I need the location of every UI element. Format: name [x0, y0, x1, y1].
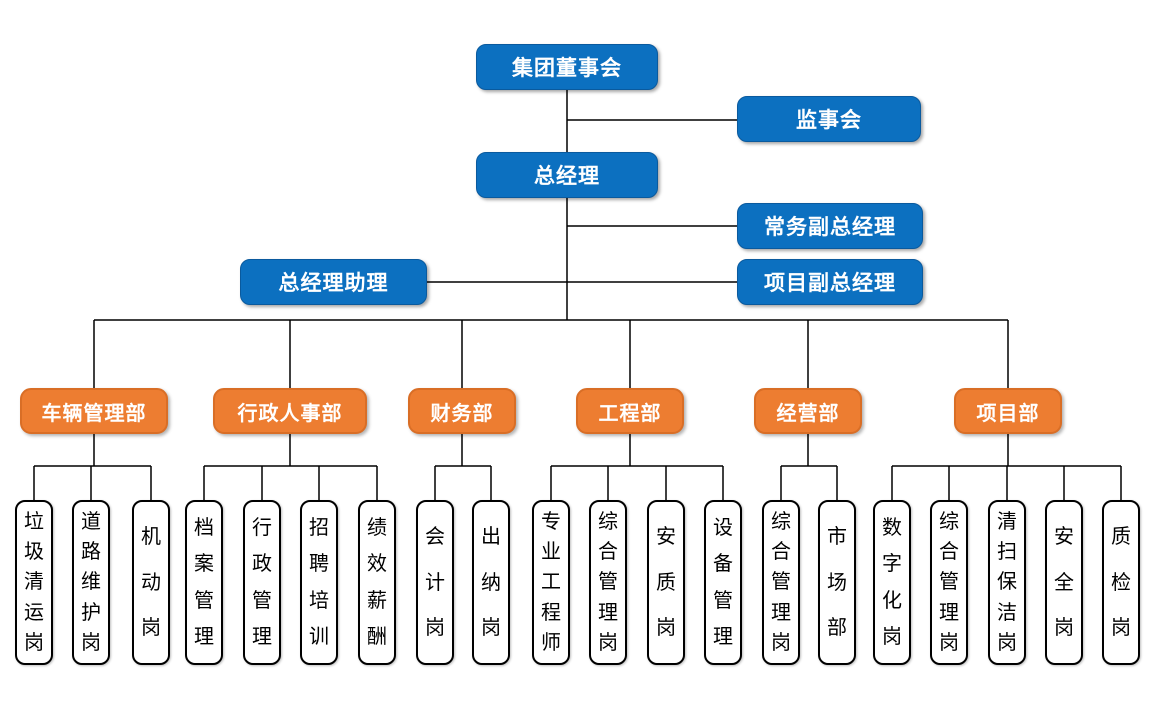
node-project-deputy-gm: 项目副总经理: [737, 259, 923, 305]
node-board-of-directors: 集团董事会: [476, 44, 658, 90]
position-box: 综合管理岗: [589, 500, 627, 665]
position-box: 垃圾清运岗: [15, 500, 53, 665]
position-label: 综合管理岗: [598, 511, 618, 654]
position-label: 市场部: [827, 526, 847, 639]
dept-engineering: 工程部: [576, 388, 684, 434]
position-box: 档案管理: [185, 500, 223, 665]
dept-project: 项目部: [954, 388, 1062, 434]
position-box: 绩效薪酬: [358, 500, 396, 665]
position-label: 垃圾清运岗: [24, 511, 44, 654]
position-label: 出纳岗: [481, 526, 501, 639]
position-label: 机动岗: [141, 526, 161, 639]
position-label: 质检岗: [1111, 526, 1131, 639]
position-label: 专业工程师: [541, 511, 561, 654]
position-label: 绩效薪酬: [367, 517, 387, 648]
position-box: 出纳岗: [472, 500, 510, 665]
position-label: 档案管理: [194, 517, 214, 648]
position-box: 招聘培训: [300, 500, 338, 665]
position-box: 市场部: [818, 500, 856, 665]
position-box: 综合管理岗: [762, 500, 800, 665]
position-box: 机动岗: [132, 500, 170, 665]
position-label: 综合管理岗: [771, 511, 791, 654]
position-box: 质检岗: [1102, 500, 1140, 665]
position-box: 安全岗: [1045, 500, 1083, 665]
position-label: 会计岗: [425, 526, 445, 639]
position-label: 安质岗: [656, 526, 676, 639]
position-box: 安质岗: [647, 500, 685, 665]
node-exec-deputy-gm: 常务副总经理: [737, 203, 923, 249]
position-label: 道路维护岗: [81, 511, 101, 654]
position-label: 数字化岗: [882, 517, 902, 648]
position-label: 招聘培训: [309, 517, 329, 648]
dept-operations: 经营部: [754, 388, 862, 434]
dept-vehicle-management: 车辆管理部: [20, 388, 168, 434]
position-box: 数字化岗: [873, 500, 911, 665]
node-supervisory-board: 监事会: [737, 96, 921, 142]
dept-admin-hr: 行政人事部: [213, 388, 367, 434]
position-label: 设备管理: [713, 517, 733, 648]
node-gm-assistant: 总经理助理: [240, 259, 427, 305]
position-box: 行政管理: [243, 500, 281, 665]
position-label: 综合管理岗: [939, 511, 959, 654]
node-general-manager: 总经理: [476, 152, 658, 198]
position-label: 安全岗: [1054, 526, 1074, 639]
position-box: 道路维护岗: [72, 500, 110, 665]
position-label: 行政管理: [252, 517, 272, 648]
position-box: 会计岗: [416, 500, 454, 665]
position-label: 清扫保洁岗: [997, 511, 1017, 654]
position-box: 专业工程师: [532, 500, 570, 665]
position-box: 设备管理: [704, 500, 742, 665]
position-box: 清扫保洁岗: [988, 500, 1026, 665]
position-box: 综合管理岗: [930, 500, 968, 665]
dept-finance: 财务部: [408, 388, 516, 434]
